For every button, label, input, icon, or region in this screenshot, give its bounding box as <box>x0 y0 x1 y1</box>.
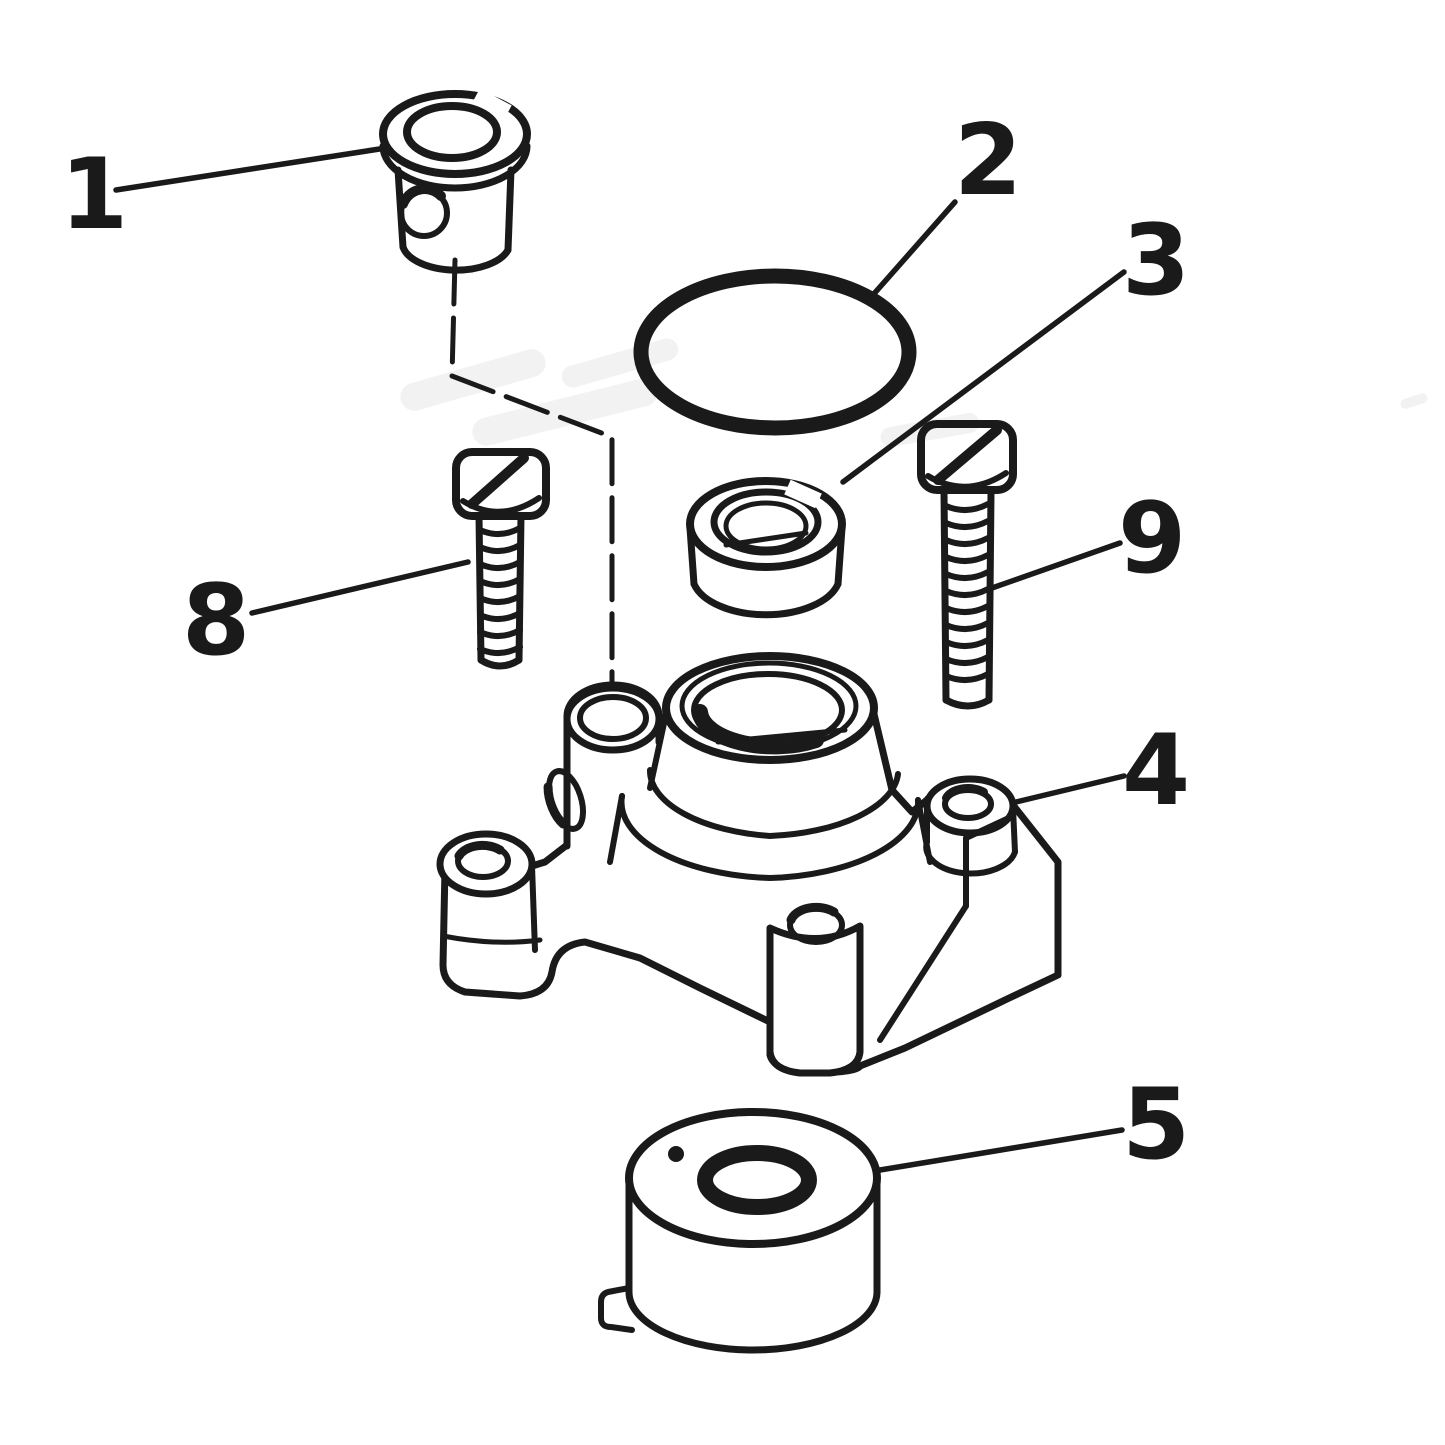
callout-label-4: 4 <box>1122 714 1190 828</box>
leader-8 <box>249 559 471 616</box>
leader-9 <box>989 540 1123 591</box>
leader-2 <box>869 199 958 299</box>
callout-label-3: 3 <box>1122 204 1190 318</box>
leader-1 <box>113 145 389 193</box>
assembly-centerline <box>449 257 615 771</box>
callout-label-8: 8 <box>182 564 250 678</box>
leader-5 <box>877 1127 1125 1173</box>
part-8-screw <box>452 448 550 670</box>
part-9-screw <box>917 420 1017 710</box>
part-3-seal-ring <box>686 477 846 619</box>
part-5-impeller-cup <box>598 1108 881 1354</box>
callout-label-1: 1 <box>60 138 128 252</box>
callout-label-2: 2 <box>954 104 1022 218</box>
part-2-o-ring <box>633 268 917 436</box>
leader-4 <box>1013 773 1127 805</box>
leader-lines <box>113 145 1127 1173</box>
callout-label-5: 5 <box>1122 1068 1190 1182</box>
part-1-flanged-bushing <box>379 88 531 274</box>
part-4-pump-housing <box>436 652 1062 1077</box>
callout-label-9: 9 <box>1118 482 1186 596</box>
leader-3 <box>840 269 1127 485</box>
